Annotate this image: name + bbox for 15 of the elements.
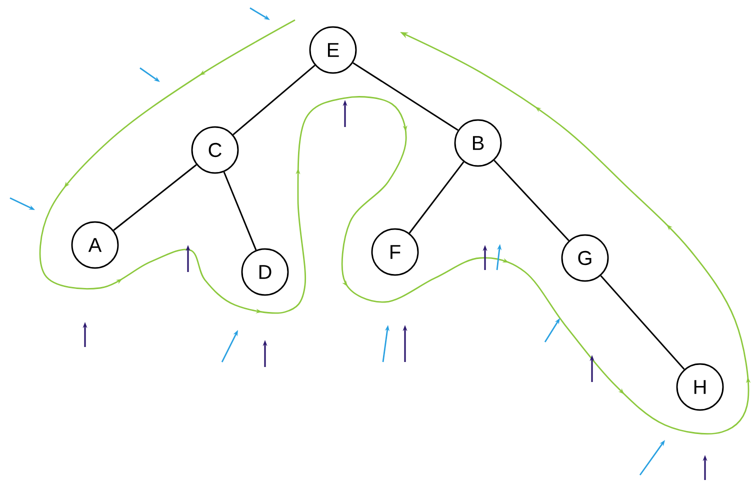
tree-edge	[408, 161, 464, 234]
tree-node: B	[454, 119, 502, 167]
tree-node: D	[241, 248, 289, 296]
tree-node: F	[371, 228, 419, 276]
tree-edge	[600, 275, 685, 370]
tree-edge	[113, 164, 197, 231]
tree-edge	[352, 62, 458, 131]
tree-edge	[232, 64, 316, 136]
tree-node: A	[71, 221, 119, 269]
tree-node: C	[191, 126, 239, 174]
tree-edge	[494, 160, 570, 242]
tree-node: G	[561, 234, 609, 282]
tree-node: E	[309, 26, 357, 74]
tree-node: H	[676, 363, 724, 411]
tree-edge	[223, 172, 257, 250]
